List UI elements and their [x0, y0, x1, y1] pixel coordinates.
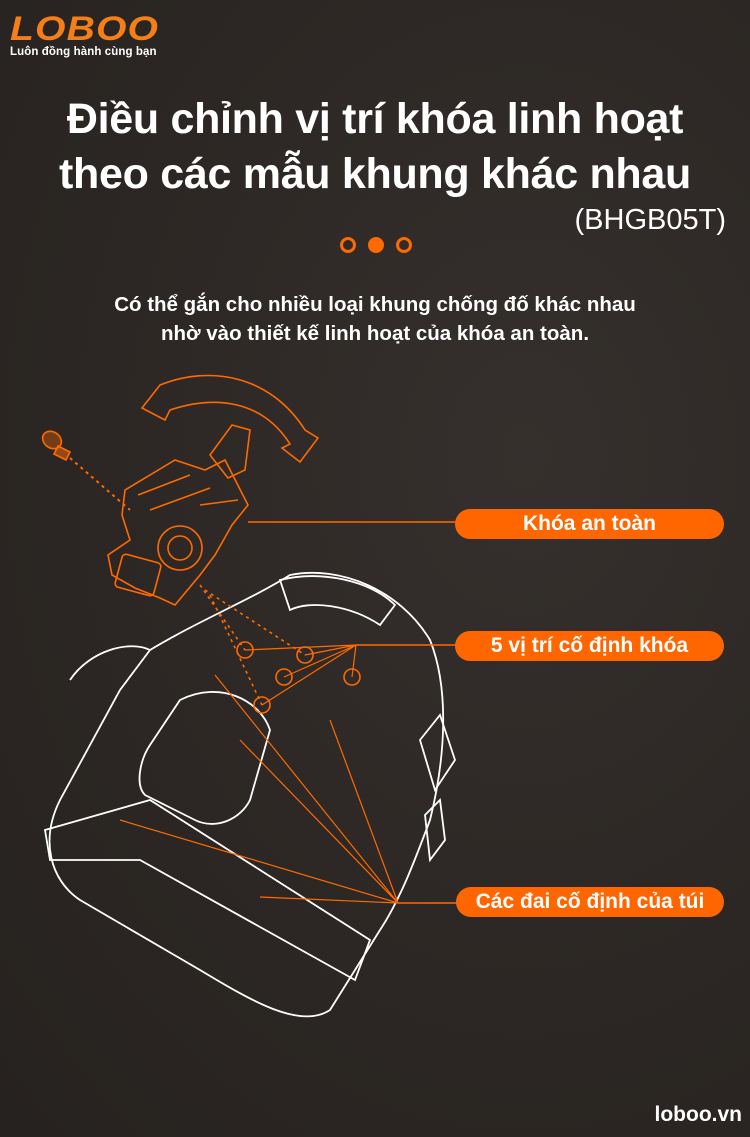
- website-link[interactable]: loboo.vn: [654, 1103, 743, 1126]
- pagination-dot-1[interactable]: [340, 237, 356, 253]
- description-line-1: Có thể gắn cho nhiều loại khung chống đố…: [114, 293, 636, 316]
- pagination-dots: [340, 237, 412, 253]
- brand-logo: LOBOO Luôn đồng hành cùng bạn: [10, 12, 158, 58]
- rotate-arrow-icon: [140, 374, 320, 464]
- callout-safety-lock: Khóa an toàn: [455, 509, 724, 539]
- description: Có thể gắn cho nhiều loại khung chống đố…: [0, 290, 750, 348]
- callout-lock-positions: 5 vị trí cố định khóa: [455, 631, 724, 661]
- bag-outline-icon: [43, 571, 456, 1018]
- model-code: (BHGB05T): [574, 204, 726, 236]
- logo-tagline: Luôn đồng hành cùng bạn: [10, 46, 157, 58]
- safety-lock-icon: [107, 424, 456, 606]
- description-line-2: nhờ vào thiết kế linh hoạt của khóa an t…: [160, 322, 590, 345]
- title-line-2: theo các mẫu khung khác nhau: [59, 150, 691, 198]
- callout-bag-straps: Các đai cố định của túi: [456, 887, 724, 917]
- page-title: Điều chỉnh vị trí khóa linh hoạt theo cá…: [0, 92, 750, 202]
- lock-position-points: [199, 584, 456, 714]
- pagination-dot-2-active[interactable]: [368, 237, 384, 253]
- pagination-dot-3[interactable]: [396, 237, 412, 253]
- bag-strap-pointers: [119, 674, 457, 904]
- title-line-1: Điều chỉnh vị trí khóa linh hoạt: [66, 95, 684, 143]
- logo-wordmark: LOBOO: [10, 10, 160, 48]
- screw-icon: [41, 430, 131, 511]
- product-illustration: [41, 374, 457, 1018]
